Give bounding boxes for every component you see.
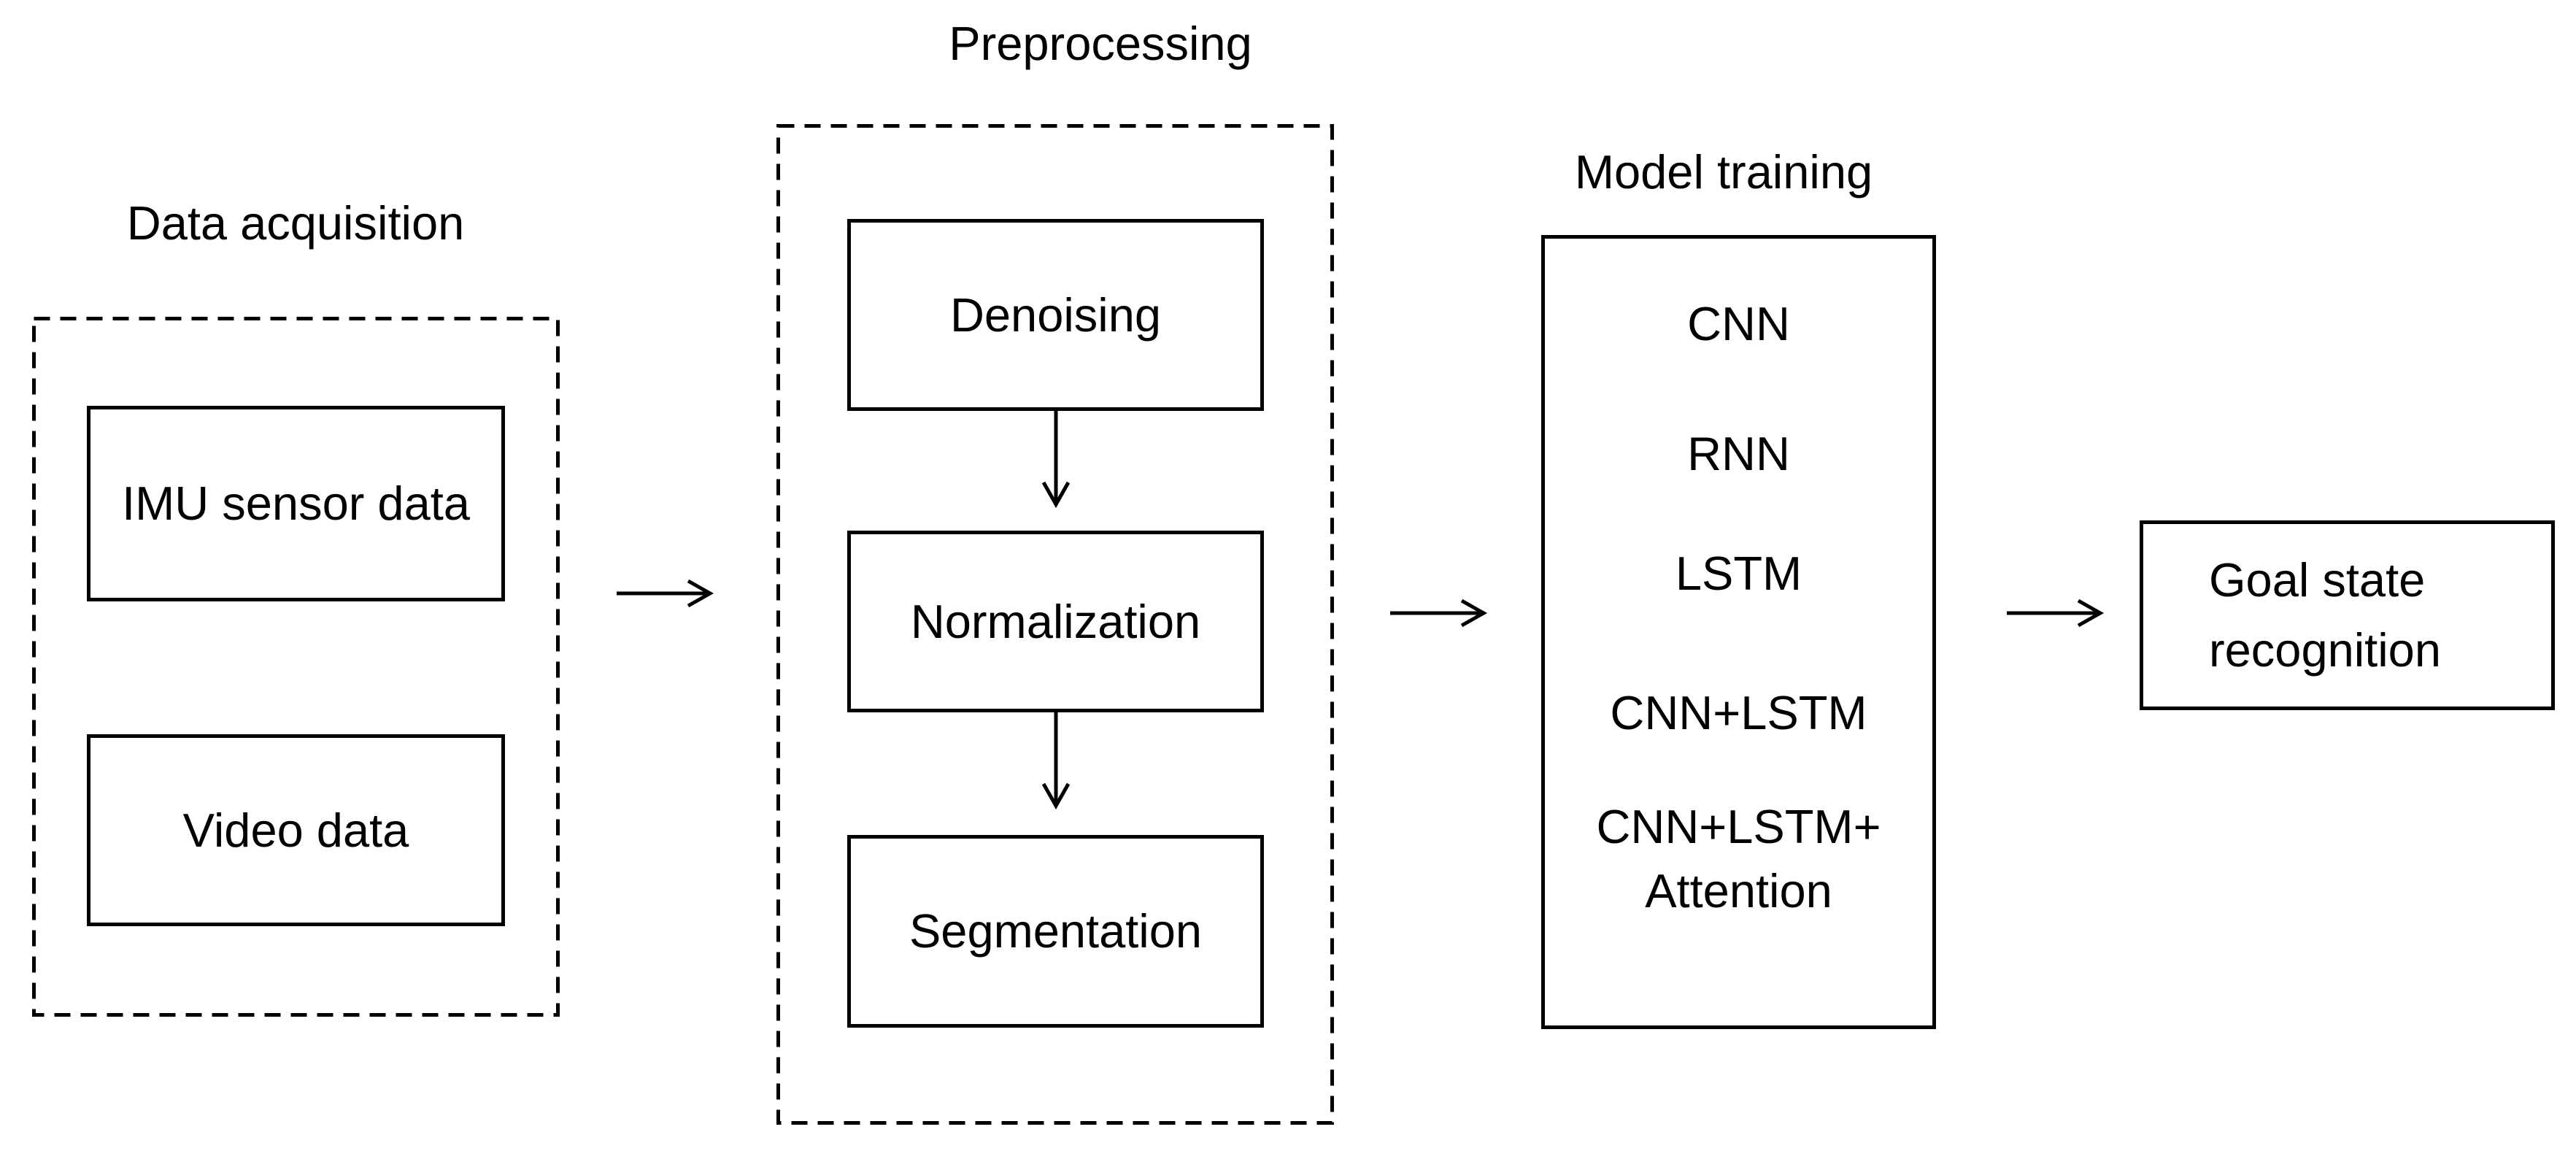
down-arrow-denoising-to-normalization-icon [1041,411,1071,509]
data-acquisition-group-box [32,317,560,1017]
box-imu-sensor-data-label: IMU sensor data [122,477,470,530]
down-arrow-normalization-to-segmentation-icon [1041,712,1071,810]
box-goal-state-recognition-label: Goal state recognition [2209,553,2441,677]
box-video-data-label: Video data [182,803,409,857]
stage-label-preprocessing: Preprocessing [949,17,1252,70]
right-arrow-da-to-preprocessing-icon [617,579,714,608]
model-item-cnn: CNN [1687,297,1790,350]
preprocessing-group-box [776,124,1334,1125]
box-denoising-label: Denoising [949,288,1162,342]
box-video-data: Video data [87,734,505,926]
box-denoising: Denoising [847,219,1264,411]
box-model-training [1541,235,1936,1029]
box-normalization: Normalization [847,531,1264,712]
box-segmentation-label: Segmentation [909,904,1203,958]
model-item-lstm: LSTM [1675,547,1802,600]
box-segmentation: Segmentation [847,835,1264,1028]
model-item-rnn: RNN [1687,427,1790,480]
right-arrow-model-training-to-goal-icon [2007,598,2105,628]
box-imu-sensor-data: IMU sensor data [87,406,505,601]
box-normalization-label: Normalization [910,594,1201,648]
right-arrow-preprocessing-to-model-training-icon [1390,598,1488,628]
model-item-cnn-lstm: CNN+LSTM [1610,686,1867,739]
model-item-cnn-lstm-attention: CNN+LSTM+ Attention [1596,800,1881,917]
box-goal-state-recognition: Goal state recognition [2140,520,2555,710]
stage-label-data-acquisition: Data acquisition [126,196,465,250]
stage-label-model-training: Model training [1574,145,1873,199]
